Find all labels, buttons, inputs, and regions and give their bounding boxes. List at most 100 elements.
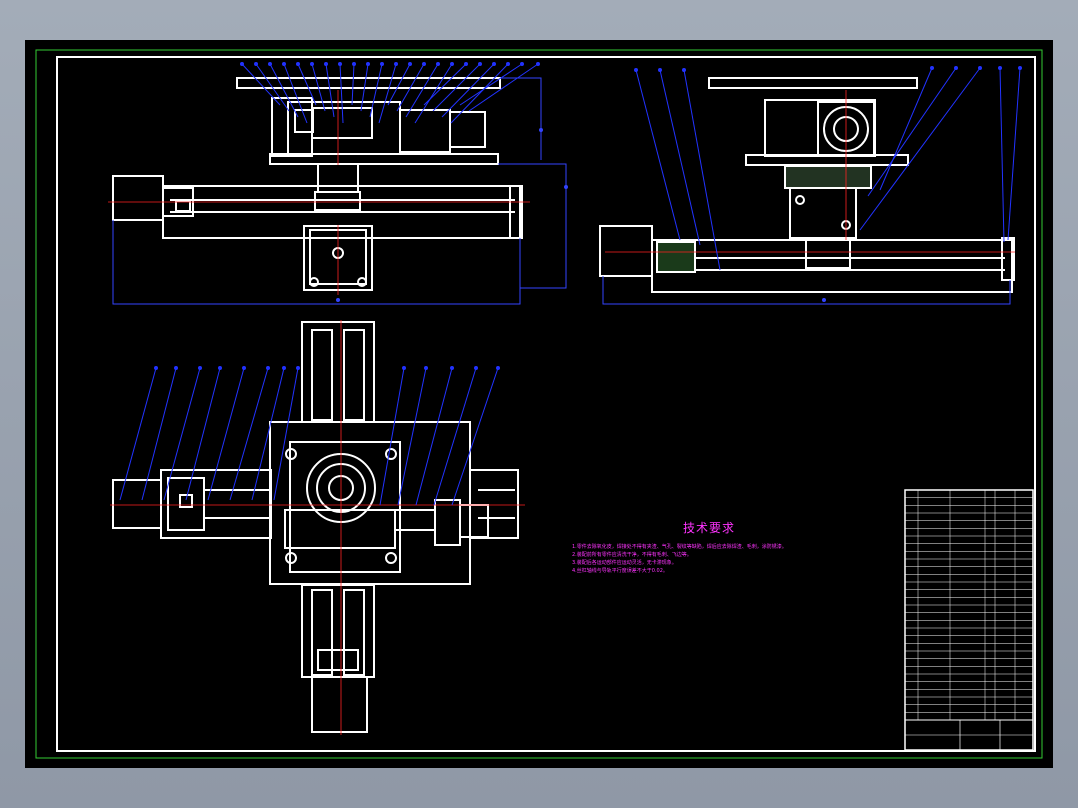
leader-line bbox=[360, 63, 369, 112]
leader-line bbox=[339, 63, 344, 124]
leader-line bbox=[297, 63, 317, 106]
leader-tick bbox=[436, 62, 440, 66]
leader-line bbox=[325, 63, 335, 118]
side-dimensions bbox=[602, 276, 1011, 305]
leader-line bbox=[1007, 67, 1021, 241]
leader-line bbox=[369, 63, 383, 118]
leader-tick bbox=[478, 62, 482, 66]
leader-tick bbox=[296, 62, 300, 66]
leader-line bbox=[635, 69, 681, 241]
leader-line bbox=[311, 63, 326, 112]
leader-tick bbox=[464, 62, 468, 66]
leader-tick bbox=[634, 68, 638, 72]
leader-tick bbox=[536, 62, 540, 66]
leader-tick bbox=[282, 62, 286, 66]
leader-line bbox=[283, 63, 308, 124]
leader-line bbox=[683, 69, 721, 271]
leader-tick bbox=[492, 62, 496, 66]
leader-tick bbox=[218, 366, 222, 370]
leader-line bbox=[414, 63, 453, 124]
leader-tick bbox=[380, 62, 384, 66]
leader-tick bbox=[954, 66, 958, 70]
leader-tick bbox=[998, 66, 1002, 70]
leader-line bbox=[379, 367, 405, 506]
leader-line bbox=[659, 69, 701, 246]
leader-line bbox=[468, 63, 539, 112]
leader-line bbox=[867, 67, 957, 197]
leader-tick bbox=[282, 366, 286, 370]
leader-line bbox=[269, 63, 299, 118]
leader-tick bbox=[930, 66, 934, 70]
leader-line bbox=[423, 63, 467, 106]
leader-tick bbox=[402, 366, 406, 370]
leader-tick bbox=[450, 366, 454, 370]
title-block bbox=[904, 489, 1034, 751]
leader-line bbox=[441, 63, 495, 118]
leader-tick bbox=[506, 62, 510, 66]
leader-line bbox=[241, 63, 281, 106]
leader-line bbox=[451, 367, 499, 506]
leader-tick bbox=[242, 366, 246, 370]
leader-tick bbox=[1018, 66, 1022, 70]
top-center-lines bbox=[110, 320, 525, 735]
leader-tick bbox=[422, 62, 426, 66]
leader-tick bbox=[394, 62, 398, 66]
leader-tick bbox=[682, 68, 686, 72]
leader-tick bbox=[496, 366, 500, 370]
top-leaders bbox=[119, 366, 500, 506]
leader-tick bbox=[254, 62, 258, 66]
leader-line bbox=[378, 63, 397, 124]
leader-line bbox=[163, 367, 201, 501]
leader-tick bbox=[658, 68, 662, 72]
side-view bbox=[599, 77, 1015, 293]
leader-tick bbox=[424, 366, 428, 370]
leader-tick bbox=[338, 62, 342, 66]
leader-line bbox=[415, 367, 453, 506]
leader-tick bbox=[240, 62, 244, 66]
leader-line bbox=[273, 367, 299, 501]
outer-frame bbox=[35, 49, 1043, 759]
leader-tick bbox=[352, 62, 356, 66]
leader-tick bbox=[174, 366, 178, 370]
drawing-border bbox=[56, 56, 1036, 752]
leader-tick bbox=[520, 62, 524, 66]
leader-line bbox=[879, 67, 933, 191]
leader-line bbox=[185, 367, 221, 501]
tech-requirements-list: 1.零件去除氧化皮，焊接处不得有夹渣、气孔、裂纹等缺陷，焊后应去除焊渣、毛刺，涂… bbox=[572, 543, 872, 575]
leader-tick bbox=[366, 62, 370, 66]
leader-line bbox=[207, 367, 245, 501]
leader-tick bbox=[450, 62, 454, 66]
leader-line bbox=[229, 367, 269, 501]
leader-line bbox=[351, 63, 355, 106]
leader-line bbox=[432, 63, 481, 112]
front-leaders bbox=[240, 62, 540, 124]
leader-tick bbox=[408, 62, 412, 66]
leader-line bbox=[450, 63, 509, 124]
leader-line bbox=[255, 63, 290, 112]
leader-line bbox=[251, 367, 285, 501]
leader-line bbox=[397, 367, 427, 506]
leader-line bbox=[387, 63, 411, 106]
leader-line bbox=[459, 63, 523, 106]
tech-requirement-line: 4.丝杠轴线与导轨平行度误差不大于0.02。 bbox=[572, 568, 668, 574]
leader-line bbox=[999, 67, 1005, 243]
leader-line bbox=[141, 367, 177, 501]
leader-tick bbox=[266, 366, 270, 370]
front-dimensions bbox=[112, 77, 568, 305]
tech-requirement-line: 3.装配后各运动部件应运动灵活，无卡滞现象。 bbox=[572, 560, 677, 566]
leader-line bbox=[433, 367, 477, 506]
leader-line bbox=[119, 367, 157, 501]
side-leaders bbox=[634, 66, 1022, 271]
front-center-lines bbox=[108, 90, 530, 295]
leader-tick bbox=[978, 66, 982, 70]
leader-tick bbox=[198, 366, 202, 370]
leader-tick bbox=[310, 62, 314, 66]
leader-tick bbox=[154, 366, 158, 370]
side-center-lines bbox=[605, 90, 1015, 253]
leader-line bbox=[396, 63, 425, 112]
leader-line bbox=[405, 63, 439, 118]
drawing-sheet bbox=[25, 40, 1053, 768]
leader-tick bbox=[474, 366, 478, 370]
